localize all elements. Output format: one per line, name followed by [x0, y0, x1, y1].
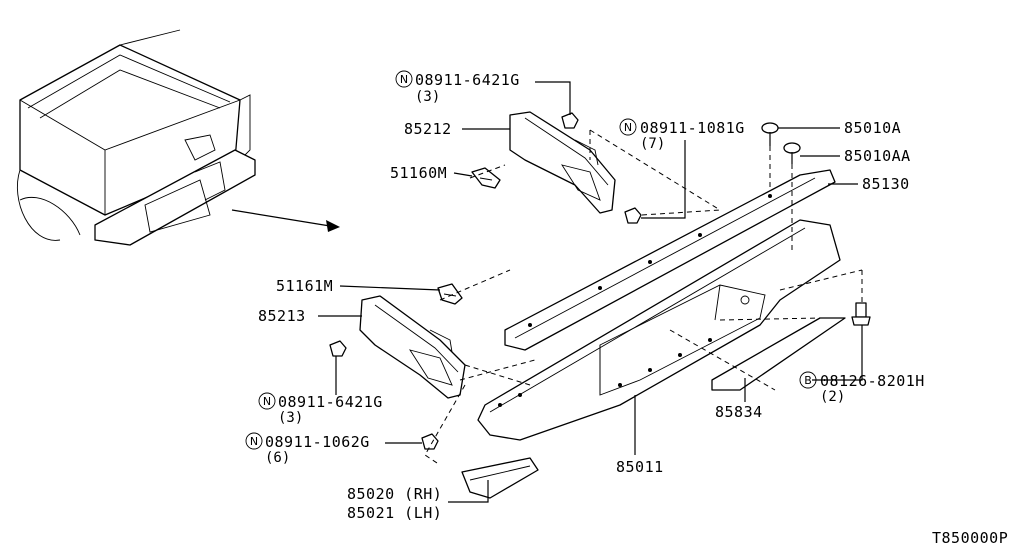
label-bolt-right: 08126-8201H	[820, 372, 925, 390]
bolt-right-part	[851, 302, 871, 326]
n-circle-left	[258, 392, 276, 410]
label-85213: 85213	[258, 307, 306, 325]
label-51160M: 51160M	[390, 164, 447, 182]
label-nut-top: 08911-6421G	[415, 71, 520, 89]
label-85021: 85021 (LH)	[347, 504, 442, 522]
label-85020: 85020 (RH)	[347, 485, 442, 503]
label-nut-left: 08911-6421G	[278, 393, 383, 411]
n-circle-top	[395, 70, 413, 88]
label-85011: 85011	[616, 458, 664, 476]
label-nut-left-qty: (3)	[278, 410, 303, 426]
label-85834: 85834	[715, 403, 763, 421]
n-circle-mid	[619, 118, 637, 136]
label-85130: 85130	[862, 175, 910, 193]
labels: N 08911-6421G (3) 85212 51160M N 08911-1…	[245, 70, 1008, 547]
label-nut-mid-qty: (7)	[640, 136, 665, 152]
label-85010A: 85010A	[844, 119, 901, 137]
label-85212: 85212	[404, 120, 452, 138]
label-nut-mid: 08911-1081G	[640, 119, 745, 137]
bracket-85212	[509, 111, 616, 214]
end-cap-85020	[461, 457, 539, 499]
step-pad-85834	[711, 317, 846, 391]
label-51161M: 51161M	[276, 277, 333, 295]
label-bolt-right-qty: (2)	[820, 389, 845, 405]
b-circle-right	[799, 371, 817, 389]
diagram-code: T850000P	[932, 529, 1008, 547]
n-circle-low	[245, 432, 263, 450]
direction-arrow	[231, 209, 340, 232]
reinforcement-85130	[504, 169, 836, 351]
alignment-lines	[424, 129, 863, 466]
truck-rear-illustration	[16, 29, 256, 246]
bumper-85011	[477, 219, 841, 441]
nut-mid-part	[624, 207, 642, 224]
n-symbol-left: N	[263, 395, 271, 408]
b-symbol-right: B	[804, 374, 812, 387]
n-symbol-mid: N	[624, 121, 632, 134]
label-nut-top-qty: (3)	[415, 89, 440, 105]
clip-51161M	[437, 283, 463, 305]
label-85010AA: 85010AA	[844, 147, 911, 165]
n-symbol-low: N	[250, 435, 258, 448]
nut-low-part	[421, 433, 439, 450]
nut-left-part	[329, 340, 347, 357]
leader-lines	[318, 81, 863, 503]
label-nut-low: 08911-1062G	[265, 433, 370, 451]
label-nut-low-qty: (6)	[265, 450, 290, 466]
bolt-85010AA	[783, 142, 801, 164]
bracket-85213	[359, 295, 466, 399]
n-symbol-top: N	[400, 73, 408, 86]
clip-51160M	[471, 167, 501, 189]
bolt-85010A	[761, 122, 779, 146]
nut-top-part	[561, 112, 579, 129]
